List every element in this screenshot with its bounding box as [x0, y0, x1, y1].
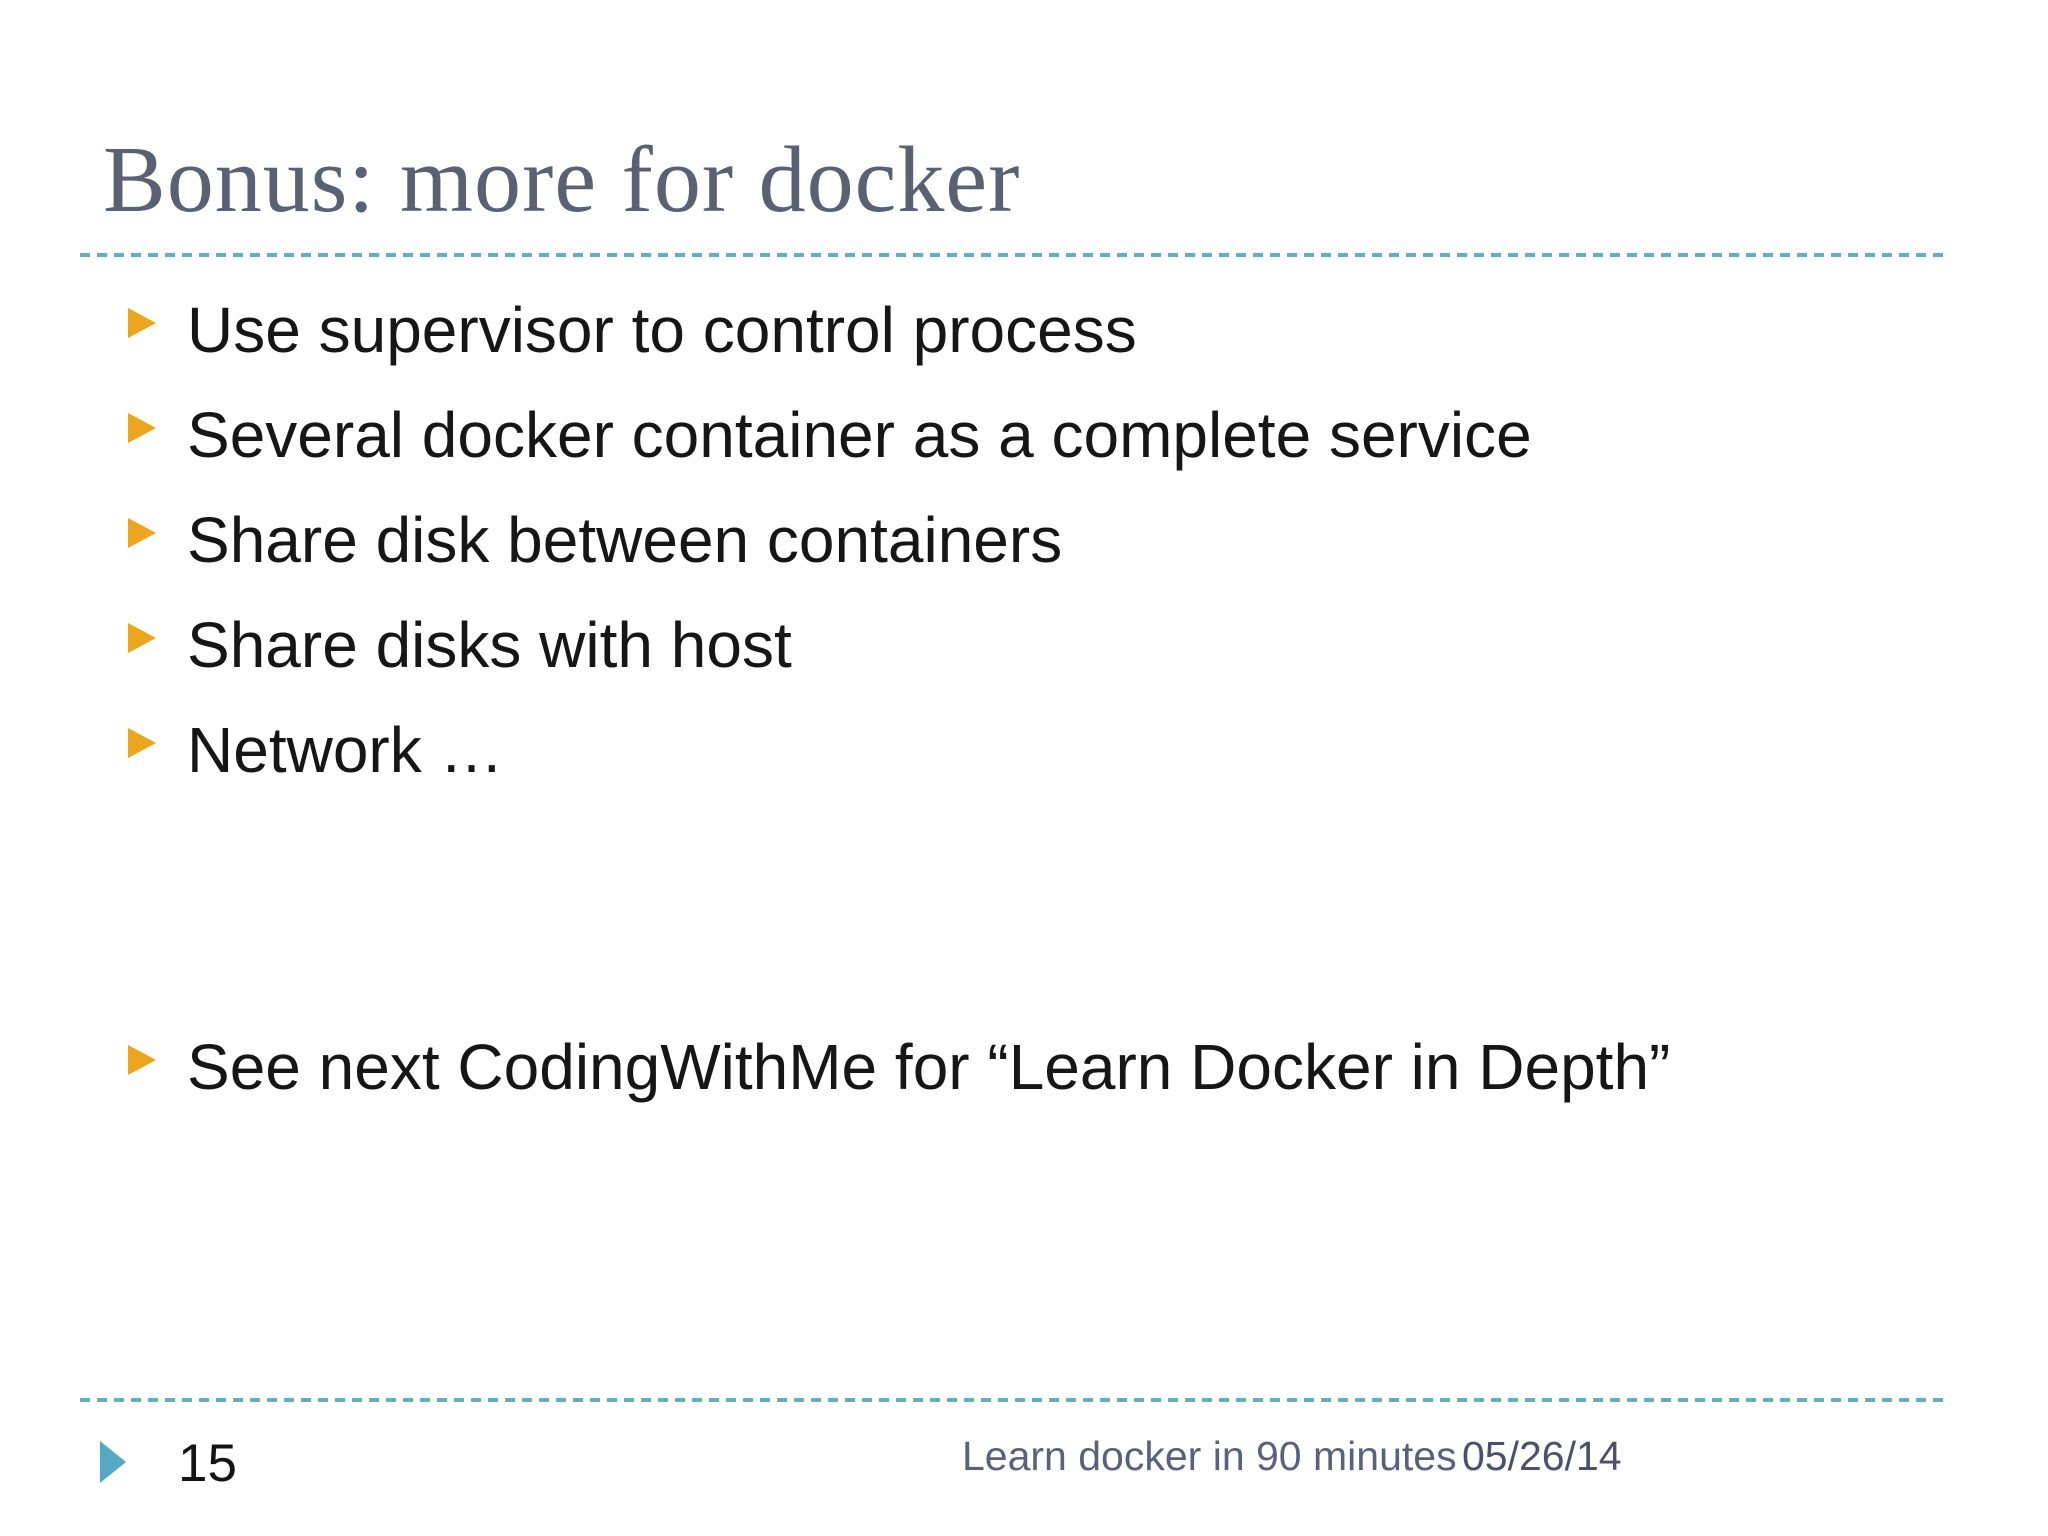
page-number: 15 — [178, 1434, 237, 1493]
bullet-list: Use supervisor to control process Severa… — [126, 278, 1988, 1120]
bullet-text: Share disk between containers — [187, 504, 1063, 576]
footer-date: 05/26/14 — [1462, 1433, 1622, 1479]
bullet-text: Network … — [187, 714, 504, 786]
bullet-text: See next CodingWithMe for “Learn Docker … — [187, 1031, 1671, 1103]
bullet-triangle-icon — [128, 623, 156, 653]
bullet-item: Share disk between containers — [126, 488, 1988, 593]
bullet-triangle-icon — [128, 413, 156, 443]
footer-marker-triangle-icon — [100, 1441, 126, 1483]
footer-divider-dashed-line — [80, 1398, 1948, 1402]
bullet-item: Several docker container as a complete s… — [126, 383, 1988, 488]
bullet-text: Use supervisor to control process — [187, 294, 1137, 366]
bullet-text: Several docker container as a complete s… — [187, 399, 1532, 471]
bullet-triangle-icon — [128, 728, 156, 758]
bullet-triangle-icon — [128, 1045, 156, 1075]
footer-deck-title: Learn docker in 90 minutes — [962, 1433, 1457, 1479]
bullet-triangle-icon — [128, 308, 156, 338]
bullet-item: Share disks with host — [126, 593, 1988, 698]
title-divider-dashed-line — [80, 253, 1948, 257]
bullet-item: Use supervisor to control process — [126, 278, 1988, 383]
bullet-text: Share disks with host — [187, 609, 792, 681]
bullet-triangle-icon — [128, 518, 156, 548]
slide-title: Bonus: more for docker — [103, 128, 1021, 232]
bullet-item: Network … — [126, 698, 1988, 803]
bullet-item: See next CodingWithMe for “Learn Docker … — [126, 1015, 1988, 1120]
